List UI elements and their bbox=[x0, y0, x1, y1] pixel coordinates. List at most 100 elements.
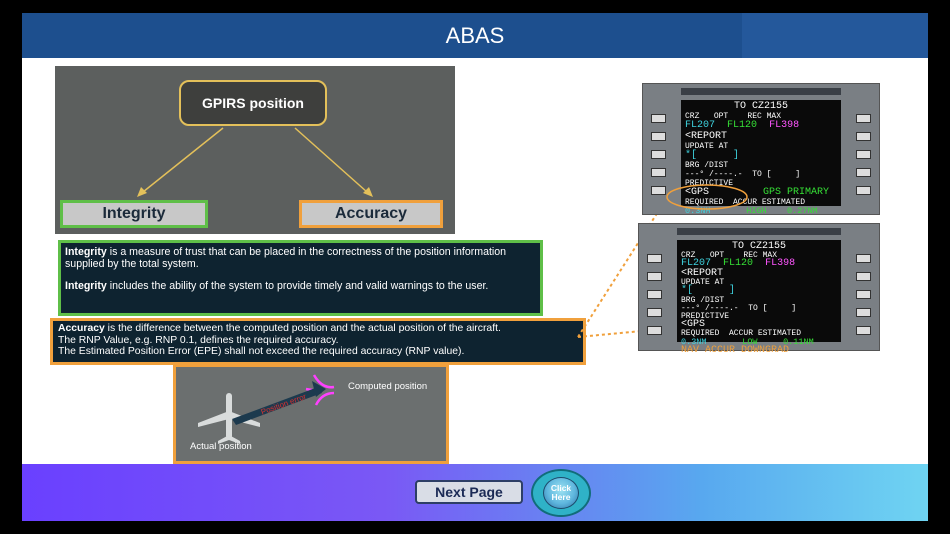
mcdu2-update-at: UPDATE AT bbox=[681, 278, 725, 287]
title-bar bbox=[22, 13, 928, 58]
mcdu2-fl-opt: FL120 bbox=[723, 258, 754, 269]
mcdu1-gps-primary: GPS PRIMARY bbox=[763, 187, 830, 198]
mcdu1-lsk-5r[interactable] bbox=[856, 186, 871, 195]
mcdu2-lsk-2l[interactable] bbox=[647, 272, 662, 281]
mcdu2-lsk-4l[interactable] bbox=[647, 308, 662, 317]
position-error-image: Position error Computed position Actual … bbox=[173, 364, 449, 464]
position-error-arrowhead bbox=[312, 381, 326, 397]
slide-title: ABAS bbox=[445, 23, 505, 48]
mcdu1-gps: <GPS bbox=[685, 187, 710, 198]
mcdu2-row1: CRZ OPT REC MAX bbox=[681, 251, 837, 261]
click-here-button[interactable]: Click Here bbox=[531, 469, 591, 517]
arrowhead-integrity bbox=[137, 187, 147, 197]
mcdu2-row2: FL207 FL120 FL398 bbox=[681, 258, 837, 269]
mcdu2-accur: LOW bbox=[742, 337, 758, 347]
mcdu1-gps-row: <GPS GPS PRIMARY bbox=[685, 187, 837, 198]
mcdu1-accur-values: 0.3NM HIGH 0.27NM bbox=[685, 206, 837, 216]
mcdu2-brg-dist: BRG /DIST bbox=[681, 296, 725, 305]
mcdu1-predictive: PREDICTIVE bbox=[685, 179, 734, 188]
click-here-line-2: Here bbox=[551, 492, 571, 502]
mcdu1-required: 0.3NM bbox=[685, 206, 711, 216]
mcdu2-lsk-3r[interactable] bbox=[856, 290, 871, 299]
position-error-label: Position error bbox=[260, 392, 308, 417]
mcdu1-lsk-1l[interactable] bbox=[651, 114, 666, 123]
slide: ABAS GPIRS position Integrity Accuracy I… bbox=[22, 13, 928, 521]
mcdu1-brg-field: ---° /----.- TO [ ] bbox=[685, 170, 801, 179]
accuracy-term: Accuracy bbox=[58, 323, 105, 334]
mcdu1-estimated: 0.27NM bbox=[787, 206, 818, 216]
arrowhead-accuracy bbox=[363, 187, 373, 197]
arrow-to-integrity bbox=[142, 127, 224, 193]
mcdu2-required-accur: REQUIRED ACCUR ESTIMATED bbox=[681, 329, 802, 338]
mcdu2-lsk-4r[interactable] bbox=[856, 308, 871, 317]
mcdu2-estimated: 0.11NM bbox=[783, 337, 814, 347]
integrity-term-1: Integrity bbox=[65, 246, 107, 258]
title-bar-accent bbox=[742, 13, 928, 58]
mcdu1-lsk-2r[interactable] bbox=[856, 132, 871, 141]
mcdu1-lsk-4l[interactable] bbox=[651, 168, 666, 177]
integrity-definition: Integrity is a measure of trust that can… bbox=[58, 240, 543, 316]
connector-to-mcdu1 bbox=[577, 192, 671, 338]
mcdu2-lsk-5r[interactable] bbox=[856, 326, 871, 335]
mcdu2-accur-values: 0.3NM LOW 0.11NM bbox=[681, 337, 837, 347]
mcdu1-row1: CRZ OPT REC MAX bbox=[685, 112, 837, 122]
integrity-term-2: Integrity bbox=[65, 280, 107, 292]
actual-position-label: Actual position bbox=[190, 441, 252, 452]
diagram-arrows bbox=[137, 127, 373, 197]
next-page-button[interactable]: Next Page bbox=[415, 480, 523, 504]
mcdu1-lsk-3r[interactable] bbox=[856, 150, 871, 159]
integrity-box: Integrity bbox=[60, 200, 208, 228]
mcdu2-lsk-3l[interactable] bbox=[647, 290, 662, 299]
mcdu1-accur: HIGH bbox=[746, 206, 767, 216]
accuracy-box: Accuracy bbox=[299, 200, 443, 228]
computed-position-label: Computed position bbox=[348, 381, 428, 392]
mcdu1-recmax: REC MAX bbox=[747, 112, 782, 121]
accuracy-epe-line: The Estimated Position Error (EPE) shall… bbox=[58, 346, 465, 358]
mcdu1-row2: FL207 FL120 FL398 bbox=[685, 120, 837, 131]
mcdu1-top-keys bbox=[681, 88, 841, 95]
bottom-navigation-bar: Next Page Click Here bbox=[22, 464, 928, 521]
mcdu1-opt: OPT bbox=[713, 112, 729, 121]
aircraft-actual-icon bbox=[198, 393, 260, 444]
mcdu2-screen: TO CZ2155 CRZ OPT REC MAX FL207 FL120 FL… bbox=[677, 240, 841, 356]
integrity-desc-1: is a measure of trust that can be placed… bbox=[65, 246, 507, 270]
mcdu-display-1: TO CZ2155 CRZ OPT REC MAX FL207 FL120 FL… bbox=[642, 83, 880, 216]
mcdu1-brg-dist: BRG /DIST bbox=[685, 161, 729, 170]
mcdu1-header: TO CZ2155 bbox=[733, 101, 788, 112]
gpirs-position-box: GPIRS position bbox=[179, 80, 327, 126]
mcdu1-update-field: *[ ] bbox=[685, 150, 740, 161]
accuracy-desc: is the difference between the computed p… bbox=[104, 323, 501, 334]
mcdu1-lsk-5l[interactable] bbox=[651, 186, 666, 195]
position-error-arrow bbox=[232, 387, 322, 425]
position-error-drawing: Position error bbox=[198, 374, 335, 444]
click-here-line-1: Click bbox=[550, 483, 572, 493]
mcdu2-nav-accur-downgrad: NAV ACCUR DOWNGRAD bbox=[681, 345, 790, 356]
mcdu1-screen: TO CZ2155 CRZ OPT REC MAX FL207 FL120 FL… bbox=[681, 100, 841, 216]
mcdu2-predictive: PREDICTIVE bbox=[681, 312, 730, 321]
mcdu1-report: <REPORT bbox=[685, 131, 728, 142]
mcdu2-opt: OPT bbox=[709, 251, 725, 260]
mcdu2-recmax: REC MAX bbox=[743, 251, 778, 260]
mcdu1-update-at: UPDATE AT bbox=[685, 142, 729, 151]
mcdu2-fl-crz: FL207 bbox=[681, 258, 712, 269]
mcdu1-crz: CRZ bbox=[685, 112, 700, 121]
mcdu2-brg-field: ---° /----.- TO [ ] bbox=[681, 304, 797, 313]
mcdu1-fl-crz: FL207 bbox=[685, 120, 716, 131]
mcdu1-fl-max: FL398 bbox=[769, 120, 800, 131]
mcdu2-lsk-1l[interactable] bbox=[647, 254, 662, 263]
mcdu2-gps: <GPS bbox=[681, 319, 706, 330]
mcdu1-lsk-3l[interactable] bbox=[651, 150, 666, 159]
mcdu2-top-keys bbox=[677, 228, 841, 235]
mcdu2-header: TO CZ2155 bbox=[731, 241, 786, 252]
mcdu2-lsk-1r[interactable] bbox=[856, 254, 871, 263]
mcdu1-lsk-4r[interactable] bbox=[856, 168, 871, 177]
mcdu2-lsk-5l[interactable] bbox=[647, 326, 662, 335]
mcdu-display-2: TO CZ2155 CRZ OPT REC MAX FL207 FL120 FL… bbox=[638, 223, 880, 356]
mcdu1-lsk-2l[interactable] bbox=[651, 132, 666, 141]
mcdu1-highlight-ellipse bbox=[666, 184, 748, 210]
gpirs-diagram: GPIRS position Integrity Accuracy bbox=[55, 66, 455, 234]
mcdu1-lsk-1r[interactable] bbox=[856, 114, 871, 123]
click-here-label: Click Here bbox=[543, 477, 579, 509]
arrow-to-accuracy bbox=[294, 127, 368, 193]
mcdu2-lsk-2r[interactable] bbox=[856, 272, 871, 281]
